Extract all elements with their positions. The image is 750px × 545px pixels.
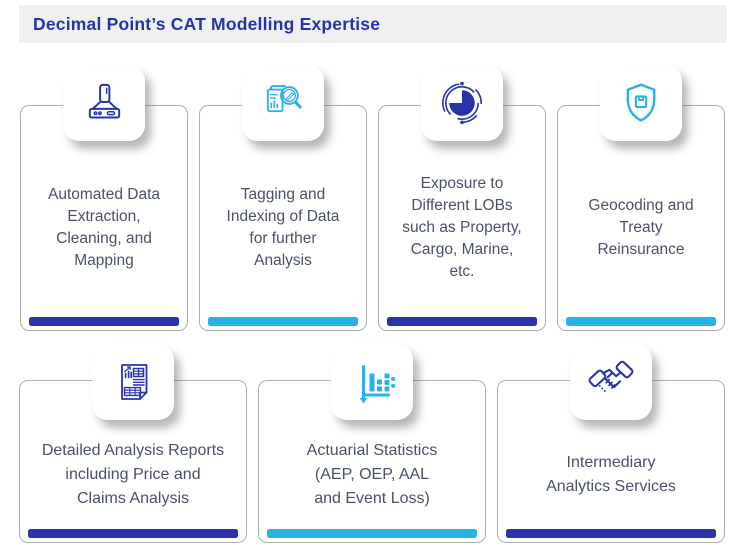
extraction-hood-icon [88, 83, 120, 118]
accent-bar [29, 317, 179, 326]
icon-tile [600, 65, 682, 141]
card-row-bottom: Detailed Analysis Reports including Pric… [19, 344, 725, 543]
pie-chart-icon [441, 81, 483, 125]
accent-bar [267, 529, 477, 538]
card-label: Exposure to Different LOBs such as Prope… [402, 175, 522, 280]
card-label: Intermediary Analytics Services [546, 453, 676, 495]
icon-tile [63, 65, 145, 141]
card-exposure-lobs: Exposure to Different LOBs such as Prope… [378, 65, 546, 331]
card-geocoding-treaty-reinsurance: Geocoding and Treaty Reinsurance [557, 65, 725, 331]
bar-chart-axis-icon [359, 365, 395, 404]
handshake-icon [588, 360, 634, 392]
accent-bar [506, 529, 716, 538]
card-label: Geocoding and Treaty Reinsurance [588, 197, 694, 258]
card-detailed-analysis-reports: Detailed Analysis Reports including Pric… [19, 344, 247, 543]
icon-tile [421, 65, 503, 141]
accent-bar [387, 317, 537, 326]
card-label: Tagging and Indexing of Data for further… [226, 186, 340, 269]
card-automated-data-extraction: Automated Data Extraction, Cleaning, and… [20, 65, 188, 331]
icon-tile [331, 344, 413, 420]
icon-tile [92, 344, 174, 420]
report-document-icon [121, 364, 148, 400]
card-label: Automated Data Extraction, Cleaning, and… [47, 186, 160, 269]
icon-tile [242, 65, 324, 141]
accent-bar [208, 317, 358, 326]
icon-tile [570, 344, 652, 420]
title-bar: Decimal Point’s CAT Modelling Expertise [19, 5, 727, 43]
shield-package-icon [626, 83, 656, 122]
card-tagging-indexing: Tagging and Indexing of Data for further… [199, 65, 367, 331]
accent-bar [566, 317, 716, 326]
accent-bar [28, 529, 238, 538]
page-title: Decimal Point’s CAT Modelling Expertise [33, 13, 381, 34]
card-actuarial-statistics: Actuarial Statistics (AEP, OEP, AAL and … [258, 344, 486, 543]
document-magnifier-icon [266, 84, 302, 112]
card-label: Actuarial Statistics (AEP, OEP, AAL and … [306, 441, 438, 507]
card-row-top: Automated Data Extraction, Cleaning, and… [20, 65, 725, 331]
card-intermediary-analytics: Intermediary Analytics Services [497, 344, 725, 543]
card-label: Detailed Analysis Reports including Pric… [41, 441, 225, 507]
